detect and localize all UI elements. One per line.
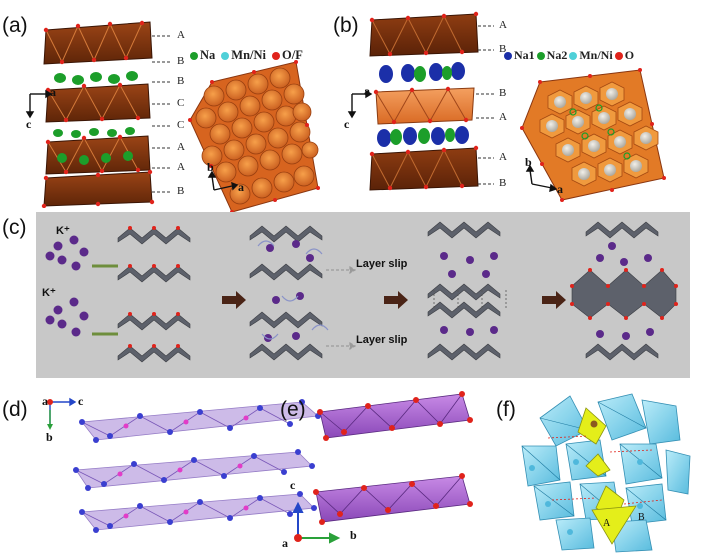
legend-text: Na2 [546, 48, 568, 62]
panel-a-side-svg [41, 20, 155, 208]
layer-slip-label: Layer slip [356, 258, 408, 270]
panel-e-label: (e) [280, 398, 306, 421]
panel-a-legend: Na Mn/Ni O/F [190, 48, 303, 63]
site-label-a: A [603, 518, 611, 529]
axis-label-a: a [42, 394, 48, 408]
legend-dot-mn [569, 51, 578, 60]
stacking-label: A [177, 161, 185, 173]
legend-text: O [624, 48, 635, 62]
stacking-label: A [499, 111, 507, 123]
axis-label-c: c [344, 117, 350, 131]
axis-label-b: b [46, 430, 53, 444]
axis-label-b: b [207, 160, 214, 174]
legend-dot-o [272, 51, 281, 60]
stacking-label: A [177, 29, 185, 41]
stacking-label: A [499, 151, 507, 163]
legend-text: O/F [282, 48, 303, 62]
legend-dot-o [614, 51, 623, 60]
stacking-label: B [499, 177, 507, 189]
panel-c-background [36, 212, 690, 378]
potassium-ion-label: K⁺ [56, 225, 70, 237]
panel-c-label: (c) [2, 216, 27, 239]
stacking-label: B [499, 87, 507, 99]
layer-slip-label: Layer slip [356, 334, 408, 346]
panel-b-legend: Na1 Na2 Mn/Ni O [504, 48, 634, 63]
axis-label-c: c [26, 117, 32, 131]
tmo-layer [43, 21, 153, 65]
panel-b-label: (b) [333, 14, 359, 37]
axis-label-a: a [364, 84, 370, 98]
axis-label-c: c [78, 394, 84, 408]
na-layer [53, 127, 135, 138]
legend-text: Mn/Ni [231, 48, 267, 62]
axis-label-b: b [350, 528, 357, 542]
panel-a-side-structure [38, 18, 158, 208]
site-label-b: B [638, 512, 645, 523]
axis-label-b: b [525, 155, 532, 169]
stacking-label: B [499, 43, 507, 55]
stacking-label: A [177, 141, 185, 153]
stacking-label: C [177, 119, 185, 131]
panel-f-label: (f) [496, 398, 516, 421]
axis-label-a: a [238, 180, 244, 194]
legend-dot-mn [221, 51, 230, 60]
potassium-ion-label: K⁺ [42, 287, 56, 299]
panel-a-label: (a) [2, 14, 28, 37]
stacking-label: B [177, 75, 185, 87]
legend-text: Mn/Ni [579, 48, 613, 62]
stacking-label: C [177, 97, 185, 109]
stacking-label: A [499, 19, 507, 31]
legend-dot-na1 [504, 51, 512, 60]
axis-label-a: a [282, 536, 288, 550]
legend-dot-na2 [536, 51, 545, 60]
axis-label-a: a [557, 182, 563, 196]
legend-text: Na1 [514, 48, 535, 62]
axis-label-c: c [290, 478, 296, 492]
oxygen-atoms [41, 20, 155, 208]
na-layer [57, 151, 133, 165]
tmo-layer [45, 83, 151, 123]
legend-dot-na [190, 51, 198, 60]
axis-label-a: a [50, 85, 56, 99]
stacking-label: B [177, 185, 185, 197]
legend-text: Na [200, 48, 216, 62]
panel-d-label: (d) [2, 398, 28, 421]
stacking-label: B [177, 55, 185, 67]
na-layer [54, 71, 138, 85]
